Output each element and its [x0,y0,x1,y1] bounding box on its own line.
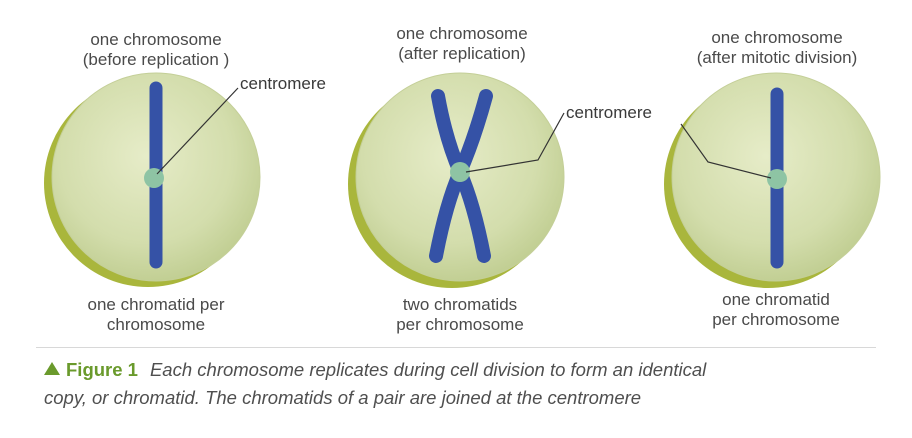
top-label-line: (before replication ) [82,50,230,69]
chromosome-diagram [44,72,881,288]
bottom-label-line: per chromosome [712,310,840,329]
centromere-pointer [680,123,772,179]
top-label-line: (after replication) [398,44,526,63]
figure-caption: Figure 1 Each chromosome replicates durin… [44,356,884,412]
caption-line-1: Figure 1 Each chromosome replicates durin… [44,356,884,384]
cell-after-replication [348,72,565,288]
top-label-after-replication: one chromosome (after replication) [362,24,562,64]
cell-before-replication [44,72,261,287]
centromere [767,169,787,189]
top-label-after-mitotic-division: one chromosome (after mitotic division) [672,28,882,68]
centromere [144,168,164,188]
bottom-label-before-replication: one chromatid per chromosome [56,295,256,335]
triangle-icon [44,362,60,375]
centromere-pointer [465,112,565,173]
bottom-label-after-mitotic-division: one chromatid per chromosome [676,290,876,330]
centromere-pointer [156,87,239,175]
bottom-label-after-replication: two chromatids per chromosome [360,295,560,335]
caption-line-2: copy, or chromatid. The chromatids of a … [44,384,884,412]
caption-text-1: Each chromosome replicates during cell d… [149,359,707,380]
top-label-line: one chromosome [396,24,528,43]
top-label-line: one chromosome [90,30,222,49]
top-label-before-replication: one chromosome (before replication ) [56,30,256,70]
bottom-label-line: per chromosome [396,315,524,334]
centromere [450,162,470,182]
bottom-label-line: one chromatid per [87,295,225,314]
bottom-label-line: two chromatids [402,295,518,314]
top-label-line: one chromosome [711,28,843,47]
bottom-label-line: one chromatid [722,290,830,309]
centromere-label: centromere [240,74,326,93]
divider [36,347,876,348]
cell-after-mitotic-division [664,72,881,288]
caption-text-2: copy, or chromatid. The chromatids of a … [44,387,642,408]
top-label-line: (after mitotic division) [696,48,858,67]
figure-label: Figure 1 [66,359,138,380]
bottom-label-line: chromosome [106,315,206,334]
centromere-label: centromere [566,103,652,122]
